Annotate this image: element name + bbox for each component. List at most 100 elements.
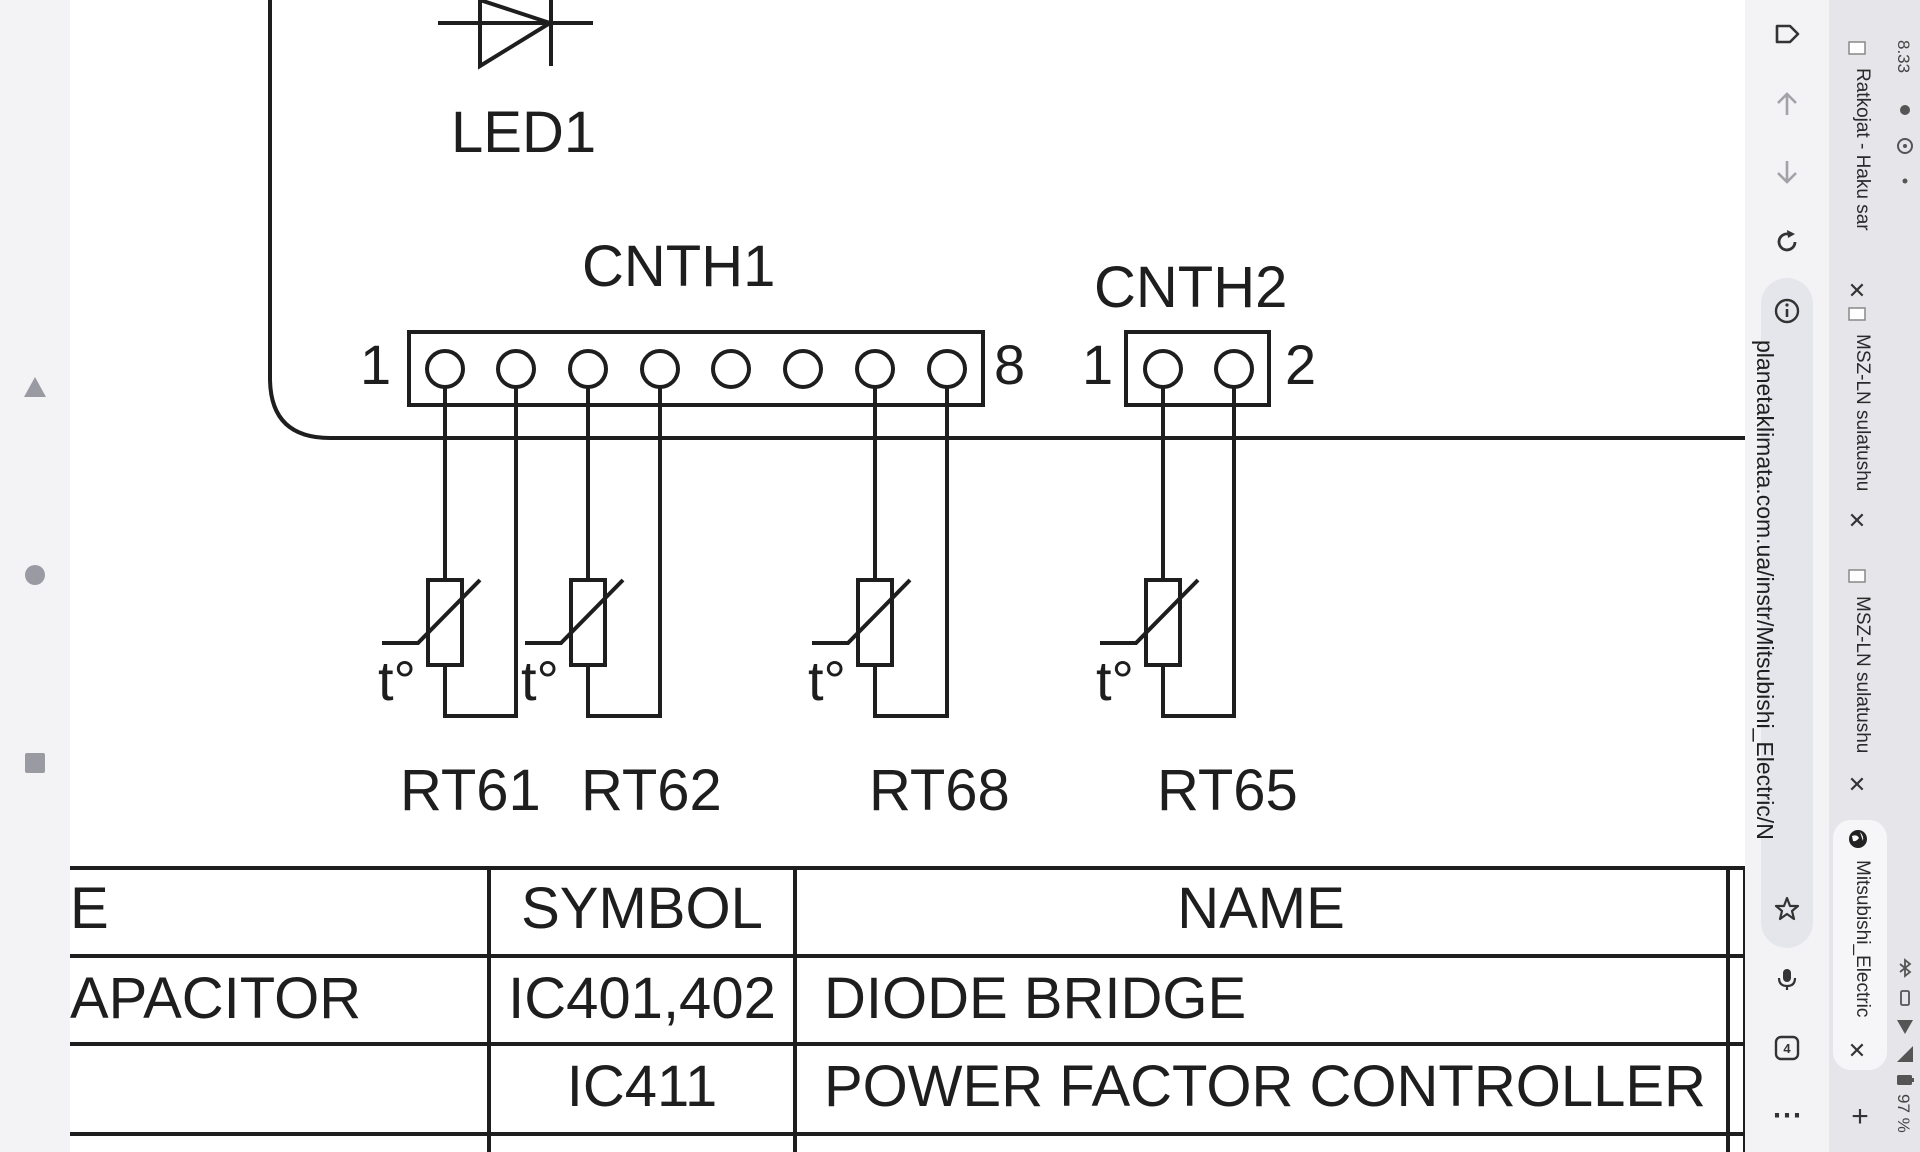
rt65-wires [1161, 387, 1236, 718]
square-recents-icon [25, 753, 45, 773]
table-cell-symbol: IC411 [567, 1054, 717, 1119]
status-time: 8.33 [1894, 40, 1913, 74]
rt65-temp-symbol: t° [1096, 649, 1134, 712]
cnth2-pin-end: 2 [1285, 333, 1316, 396]
cnth1-pin-start: 1 [360, 333, 391, 396]
bookmark-button[interactable] [1767, 889, 1807, 929]
cnth1-pin [783, 349, 823, 389]
cnth1-pin [855, 349, 895, 389]
back-button[interactable] [15, 367, 55, 407]
cnth1-pin [425, 349, 465, 389]
reload-button[interactable] [1767, 222, 1807, 262]
rt62-temp-symbol: t° [521, 649, 559, 712]
rt68-label: RT68 [869, 758, 1010, 823]
cnth1-pin [640, 349, 680, 389]
document-viewer[interactable]: LED1 CNTH1 1 8 CNTH2 1 2 t° t° t° t° RT6… [70, 0, 1745, 1152]
new-tab-button[interactable]: + [1851, 1100, 1869, 1133]
tab-item[interactable]: MSZ-LN sulatushu ✕ [1829, 296, 1891, 551]
scroll-up-button[interactable] [1767, 84, 1807, 124]
page-favicon [1848, 41, 1866, 55]
tab-title: Mitsubishi_Electric [1852, 860, 1873, 1018]
reload-icon [1777, 230, 1797, 252]
rt61-thermistor-icon [382, 578, 482, 667]
signal-icon [1897, 1046, 1913, 1062]
rt65-thermistor-icon [1100, 578, 1200, 667]
scroll-down-button[interactable] [1767, 152, 1807, 192]
cnth1-label: CNTH1 [582, 234, 775, 299]
cnth2-pin [1214, 349, 1254, 389]
browser-toolbar: 4 ⋯ [1745, 0, 1829, 1152]
voice-search-button[interactable] [1767, 959, 1807, 999]
star-icon [1774, 896, 1800, 921]
cnth2-pin [1143, 349, 1183, 389]
table-cell-name: DIODE BRIDGE [824, 966, 1246, 1031]
cnth1-pin [711, 349, 751, 389]
rt68-thermistor-icon [812, 578, 912, 667]
board-outline [268, 0, 1745, 440]
svg-text:4: 4 [1783, 1041, 1791, 1056]
circle-home-icon [25, 565, 45, 585]
schematic-drawing: LED1 CNTH1 1 8 CNTH2 1 2 t° t° t° t° RT6… [70, 0, 1745, 1152]
info-icon [1774, 298, 1800, 324]
tab-item[interactable]: MSZ-LN sulatushu ✕ [1829, 562, 1891, 812]
cnth1-pins [425, 349, 967, 389]
more-menu-button[interactable]: ⋯ [1772, 1098, 1802, 1132]
cnth1-pin [496, 349, 536, 389]
vibrate-icon [1900, 990, 1910, 1006]
rt61-wires [443, 387, 518, 718]
cnth2-pin-start: 1 [1082, 333, 1113, 396]
tab-close-button[interactable]: ✕ [1847, 772, 1867, 797]
page-favicon [1848, 307, 1866, 321]
share-button[interactable] [1767, 14, 1807, 54]
battery-icon [1897, 1075, 1914, 1085]
page-favicon [1848, 569, 1866, 583]
table-cell-name: POWER FACTOR CONTROLLER [824, 1054, 1706, 1119]
table-cell-type: APACITOR [70, 966, 361, 1031]
status-bar: 8.33 97 % [1891, 0, 1920, 1152]
rt65-label: RT65 [1157, 758, 1298, 823]
site-info-button[interactable] [1767, 291, 1807, 331]
tab-item-active[interactable]: Mitsubishi_Electric ✕ [1833, 820, 1887, 1070]
cnth1-pin [927, 349, 967, 389]
table-cell-symbol: IC401,402 [508, 966, 776, 1031]
cnth1-connector-body [407, 330, 985, 407]
tab-close-button[interactable]: ✕ [1847, 1038, 1867, 1063]
rt61-temp-symbol: t° [378, 649, 416, 712]
rt62-wires [586, 387, 662, 718]
microphone-icon [1777, 969, 1797, 990]
rt62-label: RT62 [581, 758, 722, 823]
table-header-type: E [70, 876, 109, 941]
table-header-symbol: SYMBOL [521, 876, 763, 941]
rt61-label: RT61 [400, 758, 541, 823]
tab-strip: Ratkojat - Haku sar ✕ MSZ-LN sulatushu ✕… [1829, 0, 1891, 1152]
address-bar[interactable] [1761, 278, 1813, 948]
tab-title: MSZ-LN sulatushu [1852, 334, 1873, 492]
arrow-up-icon [1777, 92, 1797, 115]
home-button[interactable] [15, 555, 55, 595]
cnth2-label: CNTH2 [1094, 255, 1287, 320]
cnth2-connector-body [1124, 330, 1271, 407]
cnth1-pin-end: 8 [994, 333, 1025, 396]
led-label: LED1 [451, 100, 596, 165]
tab-title: MSZ-LN sulatushu [1852, 596, 1873, 754]
media-icon [1900, 105, 1910, 115]
fan-icon [1897, 138, 1913, 154]
rt68-wires [873, 387, 949, 718]
notification-dot-icon [1902, 178, 1908, 184]
triangle-back-icon [24, 377, 46, 397]
table-header-name: NAME [1177, 876, 1345, 941]
tab-item[interactable]: Ratkojat - Haku sar ✕ [1829, 30, 1891, 303]
tab-switcher-button[interactable]: 4 [1767, 1028, 1807, 1068]
arrow-down-icon [1777, 161, 1797, 184]
tab-close-button[interactable]: ✕ [1847, 508, 1867, 533]
rt68-temp-symbol: t° [808, 649, 846, 712]
globe-favicon [1849, 830, 1867, 848]
recents-button[interactable] [15, 743, 55, 783]
led-diode-icon [478, 0, 555, 70]
battery-percent: 97 % [1894, 1094, 1913, 1133]
tab-close-button[interactable]: ✕ [1847, 278, 1867, 303]
share-icon [1775, 24, 1800, 44]
bluetooth-icon [1899, 958, 1912, 978]
address-url[interactable]: planetaklimata.com.ua/instr/Mitsubishi_E… [1752, 340, 1778, 840]
tab-count-icon: 4 [1774, 1035, 1800, 1061]
